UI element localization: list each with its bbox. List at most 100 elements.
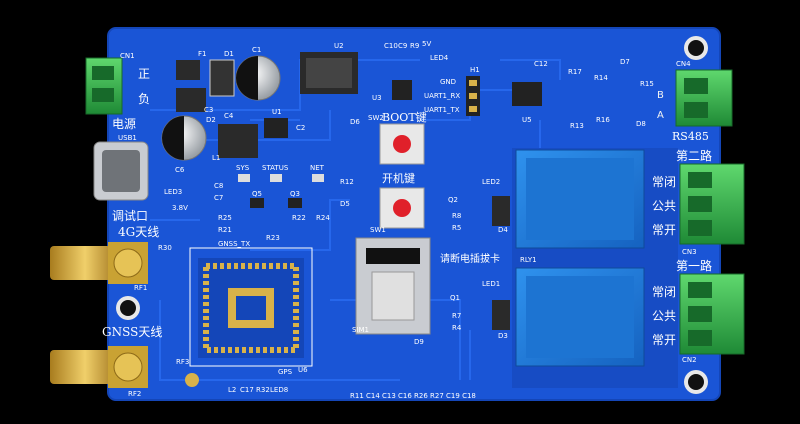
relay-terminal-cn3 [679, 163, 745, 245]
ref-q3: Q3 [290, 190, 300, 198]
label-gnss-tx: GNSS_TX [218, 240, 250, 248]
ref-cn2: CN2 [682, 356, 697, 364]
label-debug-port: 调试口 [112, 208, 148, 223]
ref-f1: F1 [198, 50, 206, 58]
label-positive: 正 [138, 67, 150, 81]
ref-r32: R32 [256, 386, 270, 394]
ref-c17: C17 [240, 386, 254, 394]
diode-d1 [209, 59, 235, 97]
ref-sim1: SIM1 [352, 326, 369, 334]
label-b: B [657, 90, 664, 101]
label-4g-antenna: 4G天线 [118, 225, 159, 239]
label-status: STATUS [262, 164, 289, 172]
ref-r24: R24 [316, 214, 330, 222]
ref-sw2: SW2 [368, 114, 384, 122]
label-uart1-tx: UART1_TX [424, 106, 460, 114]
uart-header-h1 [466, 76, 480, 116]
ref-c9: C9 [398, 42, 407, 50]
ref-r15: R15 [640, 80, 654, 88]
ref-h1: H1 [470, 66, 480, 74]
bottom-refs: R11 C14 C13 C16 R26 R27 C19 C18 [350, 392, 476, 400]
ref-c4: C4 [224, 112, 234, 120]
ref-r30: R30 [158, 244, 172, 252]
ref-d6: D6 [350, 118, 360, 126]
ref-r5: R5 [452, 224, 461, 232]
ref-c3: C3 [204, 106, 213, 114]
inductor-d2 [176, 88, 206, 112]
label-ch2-nc: 常闭 [652, 175, 676, 189]
label-rs485: RS485 [672, 130, 709, 143]
ref-r9: R9 [410, 42, 419, 50]
ref-cn3: CN3 [682, 248, 697, 256]
label-gnd: GND [440, 78, 456, 86]
ref-u1: U1 [272, 108, 282, 116]
label-channel2: 第二路 [676, 148, 712, 163]
transistors-q [250, 198, 302, 208]
regulator-u2 [300, 52, 358, 94]
label-sim-note: 请断电插拔卡 [440, 252, 500, 265]
ref-r25: R25 [218, 214, 232, 222]
sim-holder [355, 237, 431, 335]
diode-d4 [492, 196, 510, 226]
ref-r12: R12 [340, 178, 354, 186]
relay-terminal-cn2 [679, 273, 745, 355]
ref-d2: D2 [206, 116, 216, 124]
ref-rly1: RLY1 [520, 256, 537, 264]
ref-l2: L2 [228, 386, 236, 394]
label-ch2-no: 常开 [652, 223, 676, 237]
ref-q1: Q1 [450, 294, 460, 302]
ref-l1: L1 [212, 154, 220, 162]
label-ch2-com: 公共 [652, 199, 676, 213]
ref-r22: R22 [292, 214, 306, 222]
sma-gnss [50, 346, 148, 388]
ref-r13: R13 [570, 122, 584, 130]
label-ch1-nc: 常闭 [652, 285, 676, 299]
mounting-holes [116, 36, 708, 394]
regulator-u3 [392, 80, 412, 100]
rs485-terminal-cn4 [675, 69, 733, 127]
ref-d5: D5 [340, 200, 350, 208]
relay-rly1-top [515, 149, 645, 249]
ref-d8: D8 [636, 120, 646, 128]
ref-d3: D3 [498, 332, 508, 340]
ref-r17: R17 [568, 68, 582, 76]
ref-led1: LED1 [482, 280, 500, 288]
ref-led2: LED2 [482, 178, 500, 186]
ref-led8: LED8 [270, 386, 288, 394]
ufl-connector [185, 373, 199, 387]
ref-q2: Q2 [448, 196, 458, 204]
ref-u3: U3 [372, 94, 382, 102]
ref-c2: C2 [296, 124, 305, 132]
ref-rf1: RF1 [134, 284, 147, 292]
ref-d4: D4 [498, 226, 508, 234]
label-ch1-com: 公共 [652, 309, 676, 323]
ref-c12: C12 [534, 60, 548, 68]
ref-r4: R4 [452, 324, 462, 332]
power-terminal-cn1 [85, 57, 123, 115]
capacitor-c3 [161, 115, 207, 161]
module-u6 [189, 247, 313, 367]
chip-u5 [512, 82, 542, 106]
label-power-key: 开机键 [382, 171, 415, 185]
ref-r16: R16 [596, 116, 610, 124]
ref-r8: R8 [452, 212, 461, 220]
ref-d7: D7 [620, 58, 630, 66]
capacitor-c1 [235, 55, 281, 101]
diode-d3 [492, 300, 510, 330]
label-ch1-no: 常开 [652, 333, 676, 347]
ref-c10: C10 [384, 42, 398, 50]
ref-sw1: SW1 [370, 226, 386, 234]
label-uart1-rx: UART1_RX [424, 92, 460, 100]
fuse-f1 [176, 60, 200, 80]
usb-c-port [93, 141, 149, 201]
label-gnss-antenna: GNSS天线 [102, 325, 162, 339]
status-leds [238, 174, 324, 182]
label-a: A [657, 110, 664, 121]
power-button-sw1 [379, 187, 425, 229]
label-gps: GPS [278, 368, 293, 376]
ref-q5: Q5 [252, 190, 262, 198]
label-negative: 负 [138, 92, 150, 106]
ref-c8: C8 [214, 182, 223, 190]
ref-c7: C7 [214, 194, 223, 202]
